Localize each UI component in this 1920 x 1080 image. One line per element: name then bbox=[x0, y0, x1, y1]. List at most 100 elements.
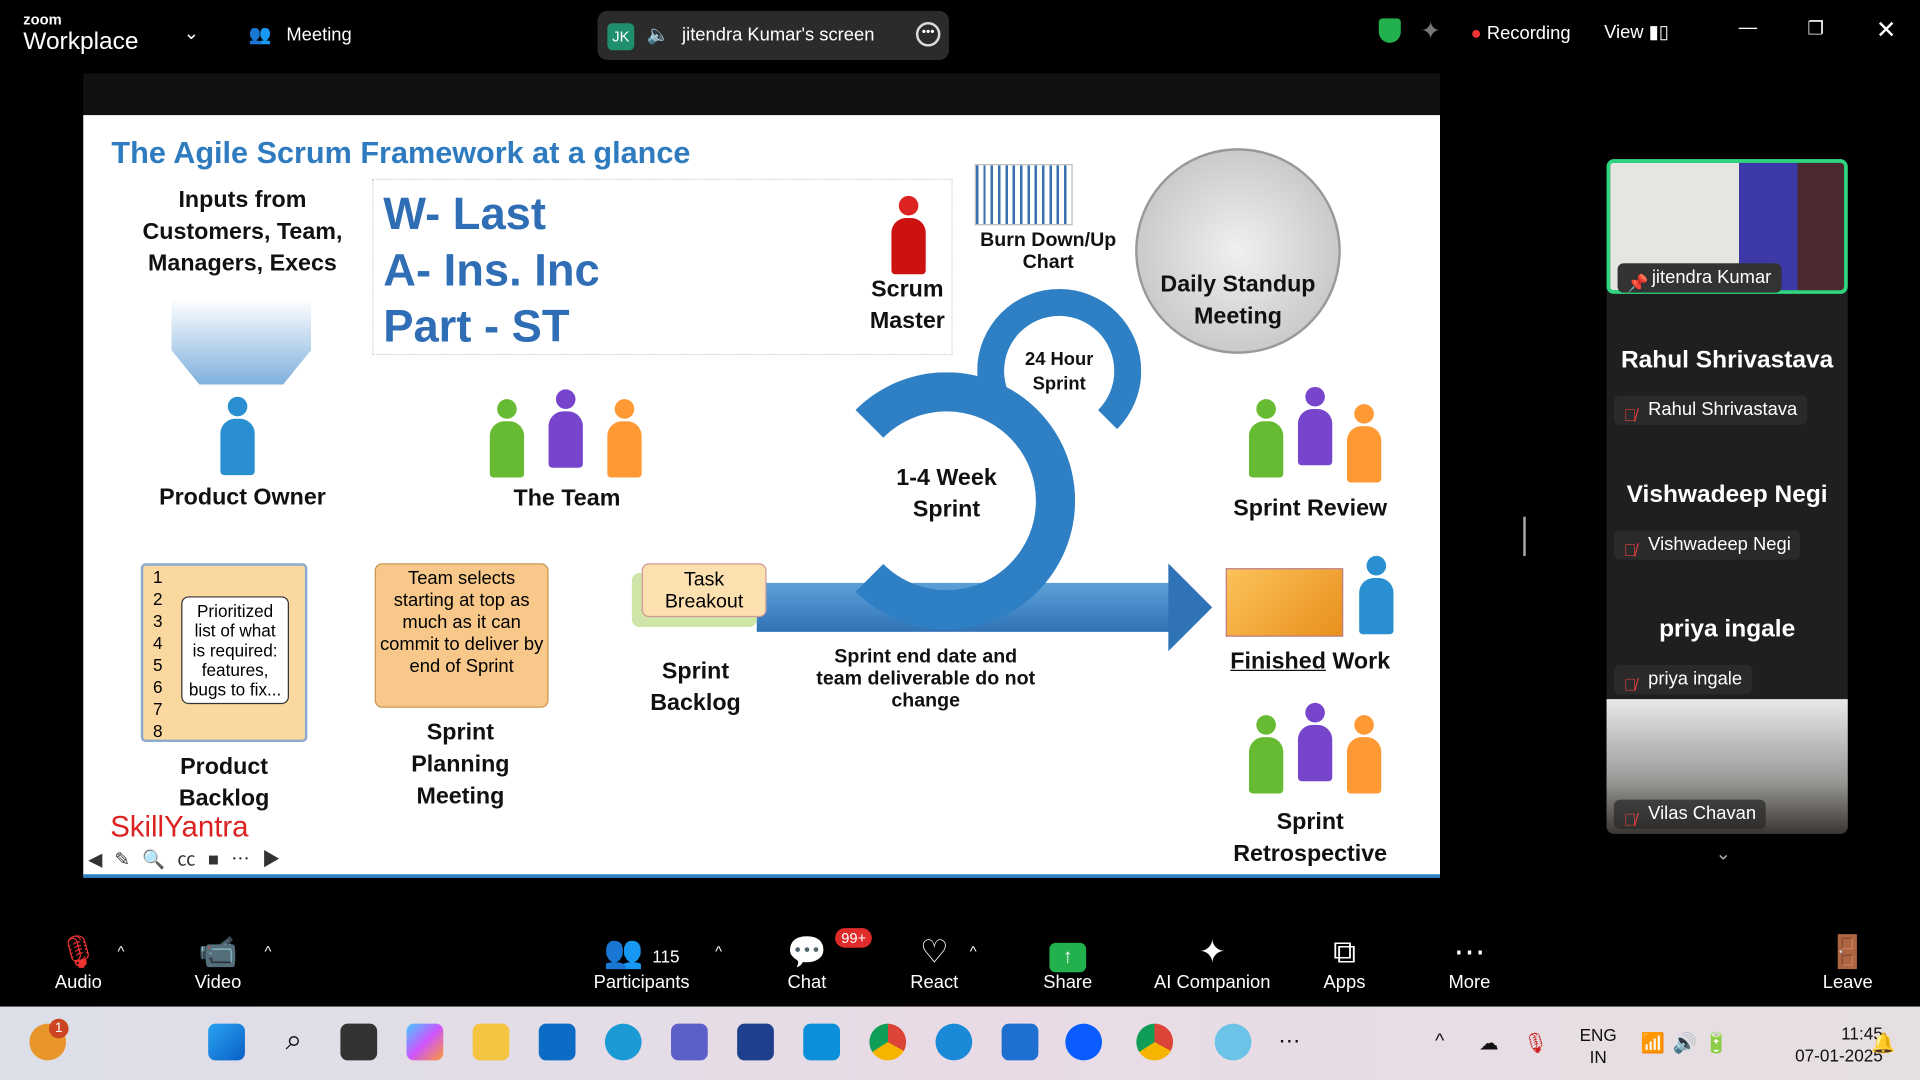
minimize-button[interactable]: — bbox=[1738, 17, 1758, 38]
product-backlog-label: Product Backlog bbox=[178, 754, 270, 812]
logo-small: zoom bbox=[23, 11, 62, 29]
video-button[interactable]: 📹Video bbox=[186, 931, 250, 993]
sparkle-icon[interactable]: ✦ bbox=[1420, 18, 1441, 46]
retro-figure bbox=[1247, 715, 1284, 796]
apps-label: Apps bbox=[1323, 972, 1366, 994]
participant-display-name: Vishwadeep Negi bbox=[1626, 481, 1828, 509]
recording-indicator[interactable]: ● Recording bbox=[1471, 23, 1571, 44]
remote-desktop-icon[interactable] bbox=[1001, 1023, 1039, 1061]
overflow-icon[interactable]: ⋯ bbox=[1278, 1028, 1301, 1054]
tray-chevron-icon[interactable]: ^ bbox=[1435, 1031, 1445, 1052]
zoom-taskbar-icon[interactable] bbox=[1065, 1023, 1103, 1061]
outlook-icon[interactable] bbox=[538, 1023, 576, 1061]
share-icon: ↑ bbox=[1049, 942, 1087, 973]
chrome-profile-icon[interactable] bbox=[1136, 1023, 1174, 1061]
participant-name: priya ingale bbox=[1648, 668, 1743, 690]
react-options[interactable]: ^ bbox=[969, 942, 977, 961]
muted-mic-icon: 🎙̸ bbox=[1623, 809, 1637, 829]
zoom-logo: zoom Workplace bbox=[23, 12, 138, 56]
apps-icon: ⧉ bbox=[1333, 933, 1356, 970]
teams-icon[interactable] bbox=[671, 1023, 708, 1061]
slide-controls[interactable]: ◀✎🔍㏄■⋯▶ bbox=[88, 849, 293, 871]
share-button[interactable]: ↑Share bbox=[1041, 931, 1095, 993]
name-tag: 📌jitendra Kumar bbox=[1617, 263, 1782, 293]
paint-icon[interactable] bbox=[1214, 1023, 1252, 1061]
video-tile-jitendra[interactable]: 📌jitendra Kumar bbox=[1606, 159, 1848, 294]
skillyantra-logo: SkillYantra bbox=[110, 810, 249, 844]
annotation-line: A- Ins. Inc bbox=[383, 244, 600, 296]
task-view-icon[interactable] bbox=[340, 1023, 378, 1061]
annotation-line: W- Last bbox=[383, 188, 546, 239]
backlog-number: 2 bbox=[153, 588, 163, 609]
more-label: More bbox=[1448, 972, 1491, 994]
edge-icon[interactable] bbox=[604, 1023, 642, 1061]
record-dot-icon: ● bbox=[1470, 23, 1482, 45]
work-word: Work bbox=[1325, 648, 1391, 675]
chat-icon: 💬 bbox=[787, 933, 827, 970]
shield-icon[interactable] bbox=[1378, 18, 1401, 43]
store-icon[interactable] bbox=[737, 1023, 774, 1061]
more-button[interactable]: ⋯More bbox=[1442, 931, 1496, 993]
ai-label: AI Companion bbox=[1154, 972, 1271, 994]
sharer-label: jitendra Kumar's screen bbox=[682, 24, 875, 46]
meeting-label: Meeting bbox=[286, 24, 352, 46]
backlog-number: 6 bbox=[153, 677, 163, 697]
wifi-volume-battery[interactable]: 📶🔊🔋 bbox=[1640, 1033, 1737, 1055]
screen-share-pill[interactable]: JK 🔈 jitendra Kumar's screen ••• bbox=[597, 11, 949, 61]
video-label: Video bbox=[194, 972, 242, 994]
search-icon[interactable]: ⌕ bbox=[285, 1023, 303, 1057]
chevron-down-icon[interactable]: ⌄ bbox=[183, 23, 200, 45]
react-button[interactable]: ♡React bbox=[909, 931, 960, 993]
time: 11:45 bbox=[1841, 1023, 1883, 1044]
onedrive-icon[interactable]: ☁ bbox=[1479, 1033, 1499, 1055]
hour-sprint-label: 24 Hour Sprint bbox=[1024, 348, 1094, 395]
notification-badge: 1 bbox=[48, 1018, 69, 1039]
apps-button[interactable]: ⧉Apps bbox=[1320, 931, 1369, 993]
sprint-end-note: Sprint end date and team deliverable do … bbox=[816, 646, 1036, 712]
video-options[interactable]: ^ bbox=[264, 942, 272, 961]
people-icon: 👥 bbox=[248, 24, 272, 46]
slide-title: The Agile Scrum Framework at a glance bbox=[111, 135, 691, 171]
close-button[interactable]: ✕ bbox=[1875, 17, 1897, 45]
chat-label: Chat bbox=[787, 972, 827, 994]
meeting-menu[interactable]: 👥 Meeting bbox=[249, 23, 352, 45]
audio-label: Audio bbox=[54, 972, 102, 994]
more-options-icon[interactable]: ••• bbox=[915, 22, 941, 47]
view-button[interactable]: View ▮▯ bbox=[1604, 21, 1669, 43]
video-tile-vilas[interactable]: 🎙̸Vilas Chavan bbox=[1606, 699, 1848, 834]
myhp-icon[interactable] bbox=[803, 1023, 841, 1061]
backlog-number: 1 bbox=[153, 566, 163, 587]
help-icon[interactable] bbox=[935, 1023, 973, 1061]
finished-word: Finished bbox=[1230, 648, 1326, 675]
backlog-number: 3 bbox=[153, 611, 163, 631]
recording-label: Recording bbox=[1486, 23, 1571, 45]
participant-display-name: Rahul Shrivastava bbox=[1620, 346, 1834, 374]
participants-options[interactable]: ^ bbox=[715, 942, 723, 961]
audio-options[interactable]: ^ bbox=[117, 942, 125, 961]
mic-in-use-icon[interactable]: 🎙 bbox=[1523, 1033, 1549, 1055]
speaker-icon: 🔈 bbox=[646, 24, 670, 46]
share-label: Share bbox=[1043, 972, 1093, 994]
name-tag: 🎙̸Vilas Chavan bbox=[1613, 799, 1766, 829]
leave-button[interactable]: 🚪Leave bbox=[1820, 931, 1876, 993]
participant-name: jitendra Kumar bbox=[1651, 266, 1772, 288]
notifications-icon[interactable]: 🔔 bbox=[1871, 1033, 1896, 1055]
product-owner-figure bbox=[218, 396, 255, 478]
name-tag: 🎙̸Rahul Shrivastava bbox=[1613, 395, 1808, 425]
copilot-icon[interactable] bbox=[406, 1023, 444, 1061]
participants-label: Participants bbox=[593, 972, 690, 994]
scroll-down-icon[interactable]: ⌄ bbox=[1715, 843, 1731, 865]
panel-resize-handle[interactable] bbox=[1523, 516, 1526, 556]
file-explorer-icon[interactable] bbox=[472, 1023, 510, 1061]
restore-button[interactable]: ❐ bbox=[1807, 18, 1824, 40]
chat-button[interactable]: 💬Chat bbox=[781, 931, 832, 993]
chrome-icon[interactable] bbox=[869, 1023, 907, 1061]
finished-figure bbox=[1357, 555, 1394, 637]
audio-button[interactable]: 🎙Audio bbox=[49, 931, 108, 993]
start-icon[interactable] bbox=[208, 1023, 245, 1061]
ai-companion-button[interactable]: ✦AI Companion bbox=[1151, 931, 1273, 993]
